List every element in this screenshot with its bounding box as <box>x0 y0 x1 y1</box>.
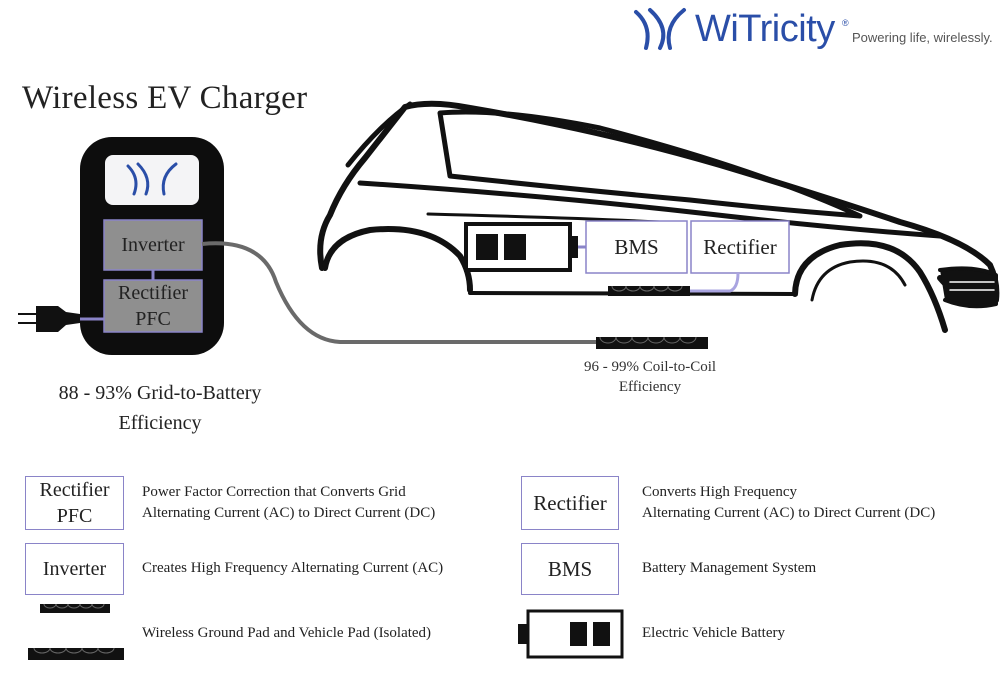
grid-to-battery-efficiency: 88 - 93% Grid-to-Battery Efficiency <box>58 382 262 434</box>
brand-tagline: Powering life, wirelessly. <box>852 30 993 45</box>
charger-logo-icon <box>126 162 178 196</box>
legend-bms-box: BMS <box>521 543 619 595</box>
coil-to-coil-efficiency: 96 - 99% Coil-to-Coil Efficiency <box>583 359 717 395</box>
vehicle-rectifier-box <box>690 220 790 274</box>
legend-rectifier-pfc-description: Power Factor Correction that Converts Gr… <box>142 484 436 521</box>
legend-rectifier-box: Rectifier <box>521 476 619 530</box>
bms-label: BMS <box>614 234 659 259</box>
legend-battery-description: Electric Vehicle Battery <box>642 625 785 641</box>
bms-box <box>585 220 688 274</box>
page-title: Wireless EV Charger <box>22 80 308 116</box>
car-outline <box>317 100 1000 333</box>
witricity-logo-icon <box>634 8 686 50</box>
legend-coil-pad-icon <box>28 603 124 660</box>
legend-rectifier-description: Converts High Frequency Alternating Curr… <box>642 484 936 521</box>
vehicle-battery-icon <box>464 222 578 272</box>
legend-battery-icon <box>518 609 624 659</box>
charger-unit <box>80 137 224 355</box>
legend-inverter-box: Inverter <box>25 543 124 595</box>
ground-pad-icon <box>596 336 708 349</box>
legend-inverter-description: Creates High Frequency Alternating Curre… <box>142 560 444 576</box>
legend-coil-pad-description: Wireless Ground Pad and Vehicle Pad (Iso… <box>142 625 432 641</box>
legend-rectifier-pfc-box: Rectifier PFC <box>25 476 124 530</box>
power-plug-icon <box>18 306 104 332</box>
charging-cable <box>201 241 596 344</box>
legend-bms-description: Battery Management System <box>642 560 817 576</box>
inverter-label: Inverter <box>121 233 185 256</box>
vehicle-rectifier-label: Rectifier <box>703 234 777 259</box>
vehicle-pad-icon <box>608 272 740 296</box>
rectifier-pfc-label: Rectifier PFC <box>118 282 188 330</box>
brand-name: WiTricity <box>695 8 835 50</box>
brand-registered-mark: ® <box>842 18 849 28</box>
